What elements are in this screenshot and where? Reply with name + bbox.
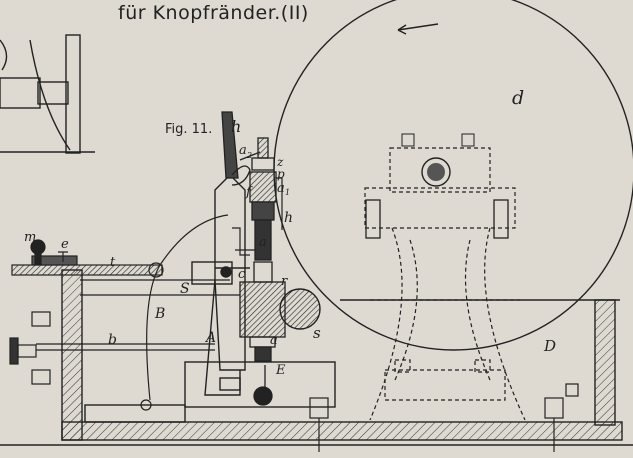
label-h: h — [231, 117, 241, 136]
base-frame — [0, 269, 633, 446]
label-B: B — [154, 306, 165, 322]
label-D: D — [543, 337, 556, 355]
label-a-low: a — [270, 333, 278, 348]
label-p: p — [277, 167, 285, 181]
lever-h — [221, 111, 261, 186]
label-f: f — [245, 185, 253, 200]
label-a1-sub: 1 — [285, 188, 290, 197]
previous-figure-fragment — [0, 34, 95, 154]
label-h-lower: h — [284, 210, 293, 226]
bearing-hub — [365, 133, 509, 239]
labels: d D h h a 2 z p a 1 f a m e t c r S s B … — [24, 87, 556, 378]
label-b: b — [108, 332, 117, 348]
label-a2: a — [239, 143, 247, 158]
spindle — [239, 137, 286, 406]
label-z: z — [276, 155, 284, 169]
label-m: m — [24, 230, 36, 245]
label-a-mid: a — [259, 235, 267, 250]
base-bolts — [309, 383, 579, 452]
label-a1: a — [277, 181, 285, 196]
label-c: c — [238, 267, 246, 282]
flywheel-d — [273, 0, 633, 351]
handwheel-b — [9, 311, 215, 385]
label-E: E — [275, 363, 286, 378]
rack-screw-t — [11, 239, 164, 278]
label-s: s — [313, 324, 321, 342]
label-S: S — [180, 281, 190, 297]
label-r: r — [281, 274, 288, 289]
label-a2-sub: 2 — [246, 151, 252, 160]
label-A: A — [204, 330, 216, 346]
roller-s — [279, 288, 321, 330]
figure-caption: Fig. 11. — [165, 122, 213, 137]
dashed-stand — [364, 147, 526, 421]
label-t: t — [110, 255, 116, 270]
label-d: d — [512, 87, 524, 109]
frame-arm — [232, 177, 283, 256]
label-e: e — [61, 237, 69, 252]
page-title: für Knopfränder.(II) — [118, 2, 309, 24]
